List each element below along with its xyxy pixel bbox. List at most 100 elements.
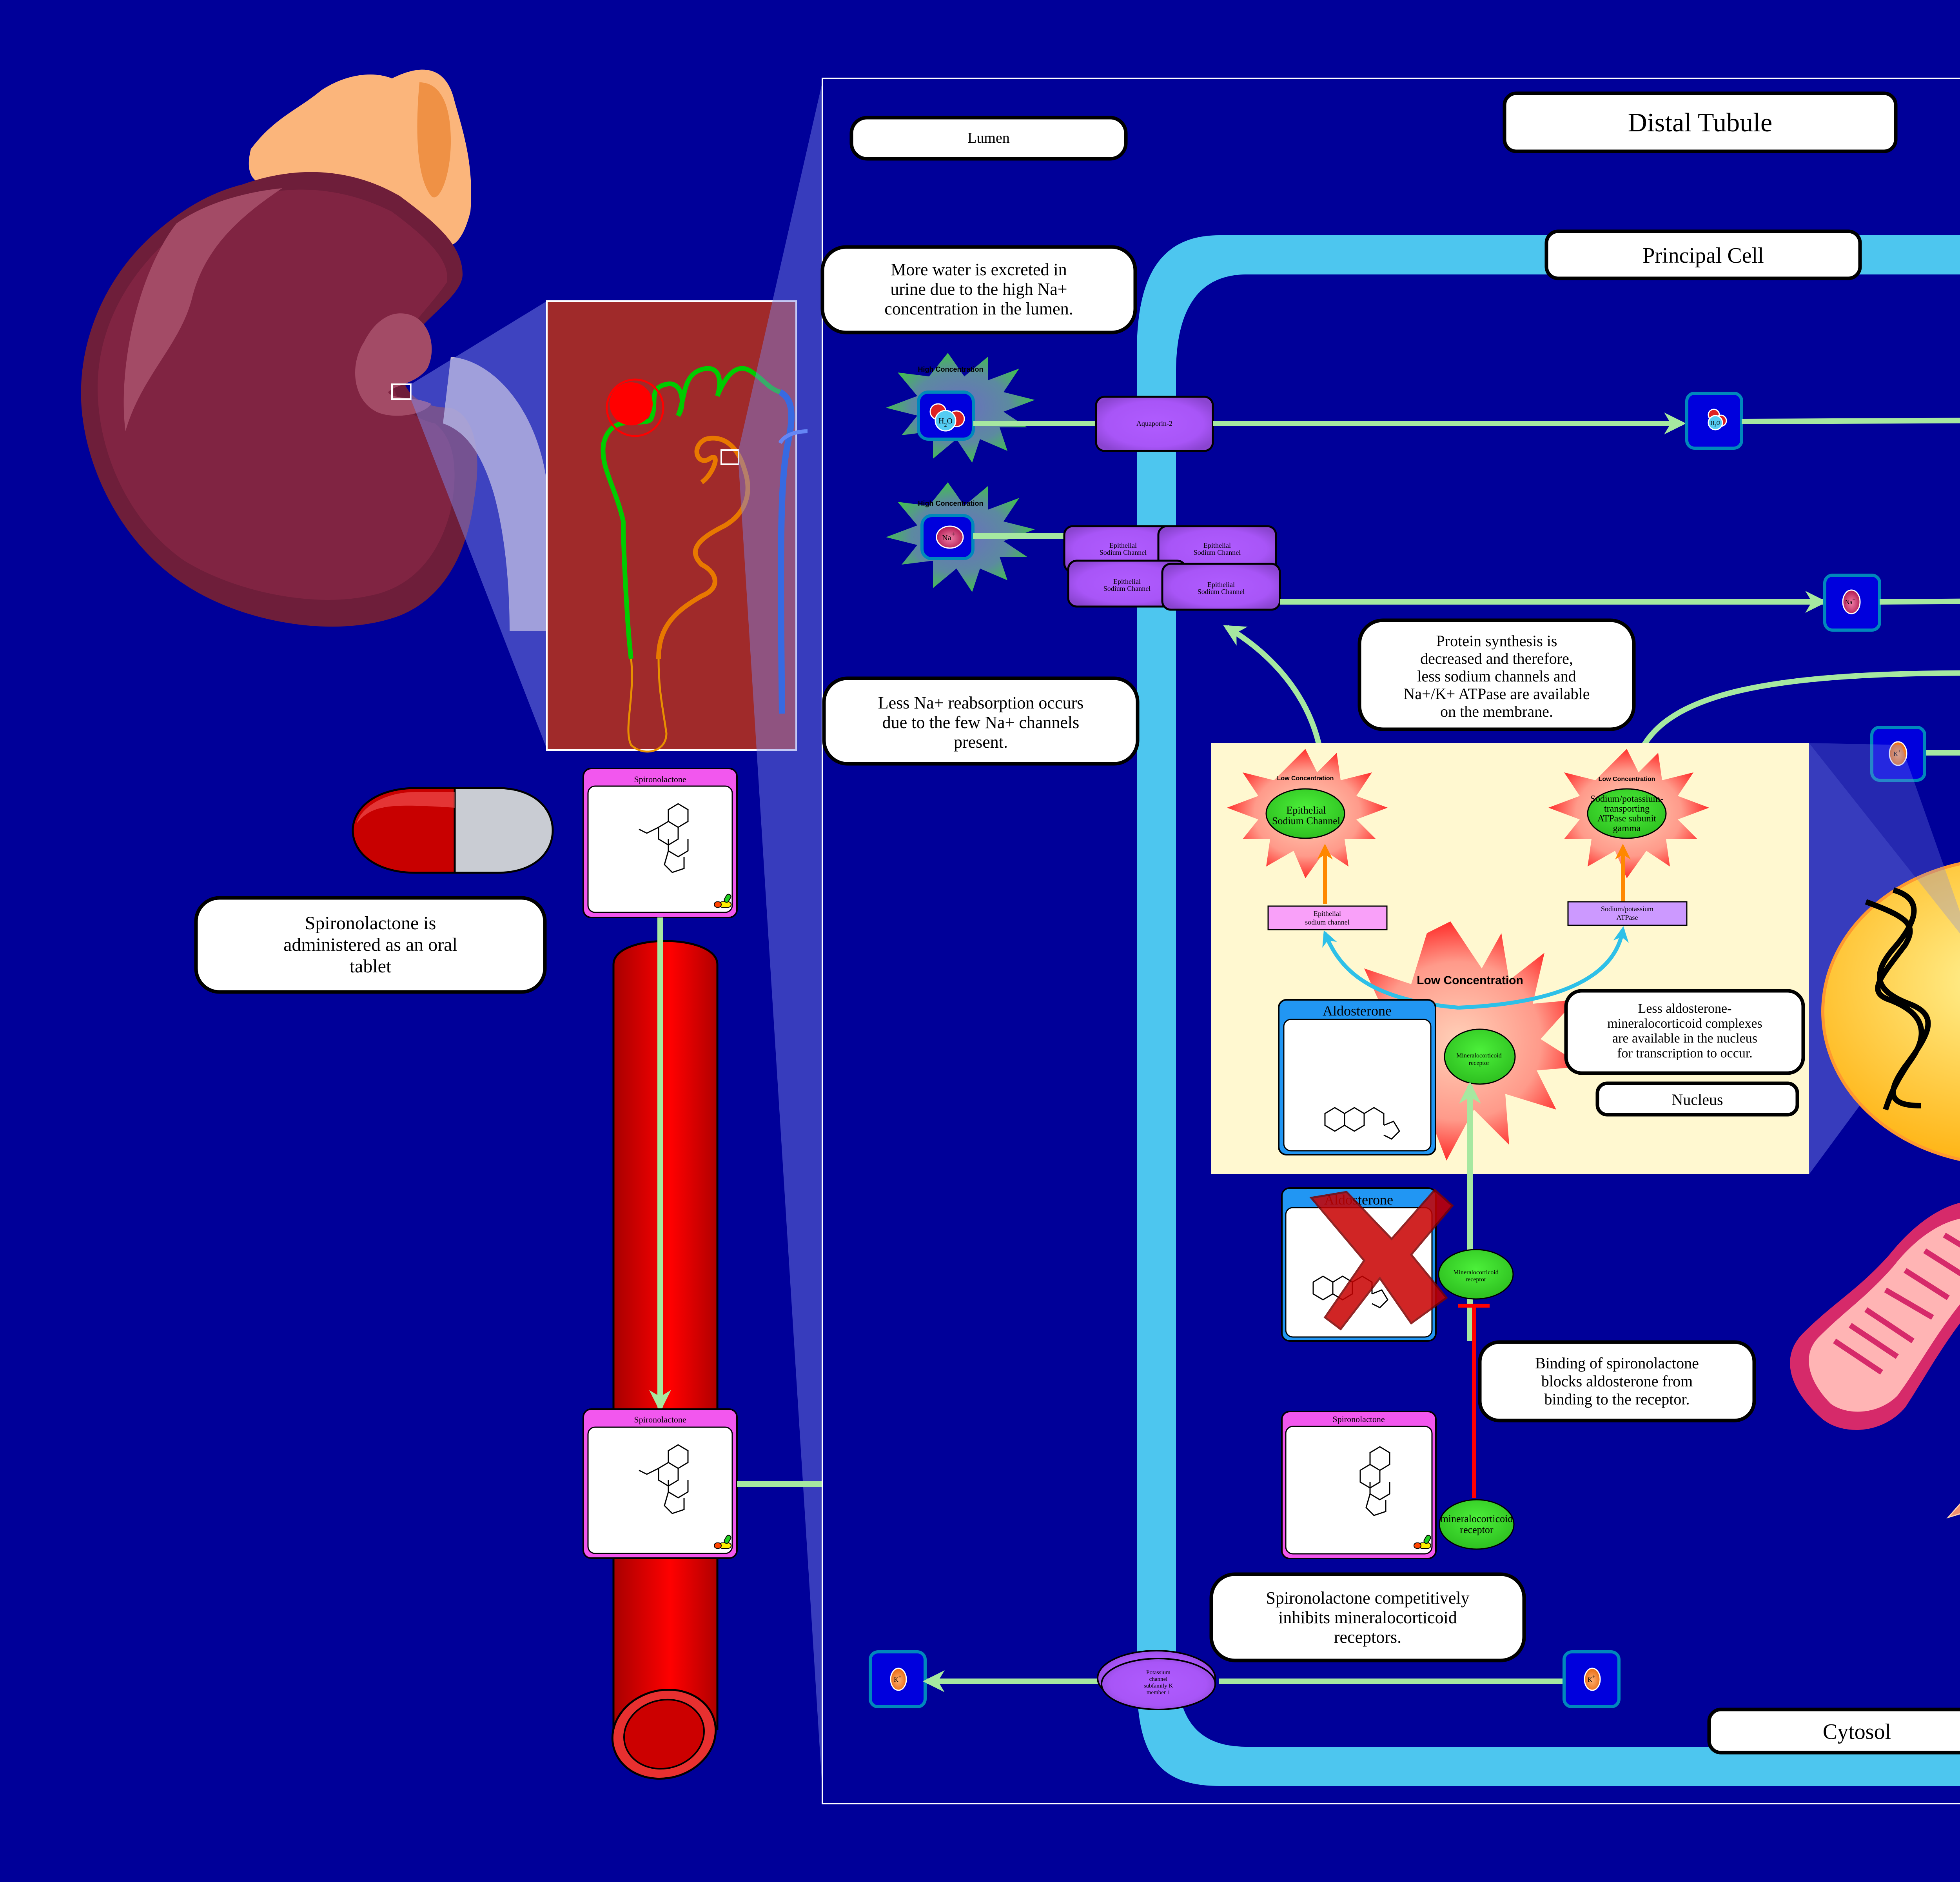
blocked-x-icon <box>1309 1188 1454 1331</box>
adrenal-medulla <box>417 82 451 198</box>
note-line: mineralocorticoid complexes <box>1607 1016 1762 1031</box>
note-line: due to the few Na+ channels <box>882 713 1080 732</box>
protein-label: Sodium Channel <box>1100 549 1147 556</box>
note-line: Binding of spironolactone <box>1535 1354 1699 1372</box>
note-line: on the membrane. <box>1440 703 1553 720</box>
label-cytosol: Cytosol <box>1707 1708 1960 1755</box>
concentration-label: Low Concentration <box>1599 776 1655 783</box>
note-line: for transcription to occur. <box>1617 1046 1753 1061</box>
nucleus-beam-overlay <box>1809 743 1960 934</box>
spironolactone-card-blood[interactable]: Spironolactone <box>583 1408 738 1559</box>
protein-label: receptor <box>1460 1524 1494 1535</box>
protein-kcnk1[interactable]: Potassium channel subfamily K member 1 <box>1097 1650 1216 1710</box>
note-oral-tablet: Spironolactone is administered as an ora… <box>194 896 547 994</box>
protein-enac-3[interactable]: Epithelial Sodium Channel <box>1067 560 1187 608</box>
gene-enac[interactable]: Epithelial sodium channel <box>1267 905 1388 930</box>
potassium-ion-cytosol[interactable]: K+ <box>1870 726 1926 782</box>
note-line: concentration in the lumen. <box>884 299 1073 318</box>
gene-atpase[interactable]: Sodium/potassium ATPase <box>1567 901 1688 926</box>
note-line: present. <box>954 732 1008 752</box>
potassium-ion-cytosol-bottom[interactable]: K+ <box>1563 1650 1621 1708</box>
note-line: blocks aldosterone from <box>1541 1372 1693 1390</box>
title-text: Distal Tubule <box>1628 107 1772 137</box>
principal-cell-text: Principal Cell <box>1642 243 1764 268</box>
protein-label: mineralocorticoid <box>1441 1513 1513 1524</box>
steroid-structure-icon <box>1359 1446 1390 1516</box>
card-title: Spironolactone <box>634 774 686 784</box>
label-nucleus: Nucleus <box>1595 1081 1799 1117</box>
mr-receptor-nucleus[interactable]: Mineralocorticoid receptor <box>1444 1028 1516 1085</box>
drug-pill-icon <box>714 1535 731 1549</box>
cytosol-text: Cytosol <box>1823 1720 1891 1744</box>
protein-label: channel <box>1149 1676 1168 1682</box>
protein-label: receptor <box>1466 1276 1486 1283</box>
protein-label: Sodium Channel <box>1272 815 1340 827</box>
gene-label: Epithelial <box>1314 910 1341 917</box>
note-complexes: Less aldosterone- mineralocorticoid comp… <box>1564 989 1805 1075</box>
spironolactone-card-cell[interactable]: Spironolactone <box>1281 1411 1437 1559</box>
note-line: less sodium channels and <box>1417 667 1576 685</box>
note-line: administered as an oral <box>283 934 457 955</box>
nephron-inset <box>546 78 823 1804</box>
card-title: Spironolactone <box>634 1415 686 1424</box>
protein-label: Mineralocorticoid <box>1453 1269 1499 1276</box>
protein-label: Aquaporin-2 <box>1136 420 1172 427</box>
protein-label: receptor <box>1469 1060 1490 1066</box>
note-protein-synthesis: Protein synthesis is decreased and there… <box>1357 618 1636 731</box>
protein-label: ATPase subunit <box>1597 814 1656 824</box>
note-water-excretion: More water is excreted in urine due to t… <box>820 245 1137 334</box>
mr-receptor-bound[interactable]: mineralocorticoid receptor <box>1439 1499 1515 1550</box>
protein-label: Epithelial <box>1207 581 1235 589</box>
sodium-ion-lumen[interactable]: Na+ <box>920 514 975 560</box>
water-ion-cytosol[interactable]: H2O <box>1685 392 1743 450</box>
note-binding: Binding of spironolactone blocks aldoste… <box>1478 1340 1756 1422</box>
note-line: Na+/K+ ATPase are available <box>1404 685 1590 703</box>
lumen-text: Lumen <box>967 130 1010 146</box>
label-lumen: Lumen <box>849 116 1128 161</box>
note-line: Spironolactone is <box>305 913 436 934</box>
aldosterone-card-nucleus[interactable]: Aldosterone <box>1278 999 1436 1155</box>
card-title: Aldosterone <box>1323 1003 1392 1019</box>
note-competitive: Spironolactone competitively inhibits mi… <box>1209 1572 1526 1662</box>
protein-product-atpase[interactable]: Sodium/potassium- transporting ATPase su… <box>1587 788 1667 839</box>
note-line: Less aldosterone- <box>1638 1001 1732 1016</box>
sodium-ion-cytosol[interactable]: Na+ <box>1823 574 1881 632</box>
protein-enac-4[interactable]: Epithelial Sodium Channel <box>1161 563 1281 611</box>
potassium-label: K+ <box>1893 748 1901 758</box>
note-line: tablet <box>350 956 392 977</box>
arrow-water-to-aqp3 <box>1741 418 1960 424</box>
protein-enac-2[interactable]: Epithelial Sodium Channel <box>1157 525 1277 573</box>
protein-label: Sodium Channel <box>1198 588 1245 596</box>
water-label: H2O <box>1710 420 1720 428</box>
protein-label: Sodium/potassium- <box>1590 794 1664 804</box>
protein-label: Epithelial <box>1286 805 1326 816</box>
protein-label: Mineralocorticoid <box>1456 1052 1502 1059</box>
title-distal-tubule: Distal Tubule <box>1503 91 1898 153</box>
spironolactone-card-oral[interactable]: Spironolactone <box>583 768 738 918</box>
potassium-label: K+ <box>1588 1674 1595 1683</box>
gene-label: Sodium/potassium <box>1601 905 1653 913</box>
concentration-label: High Concentration <box>918 365 984 373</box>
concentration-label: High Concentration <box>918 500 984 507</box>
concentration-label: Low Concentration <box>1277 775 1334 782</box>
kidney-highlight <box>123 188 282 431</box>
note-na-reabsorption: Less Na+ reabsorption occurs due to the … <box>822 676 1140 766</box>
protein-label: gamma <box>1613 823 1641 834</box>
concentration-label: Low Concentration <box>1417 974 1523 987</box>
protein-aquaporin-2[interactable]: Aquaporin-2 <box>1095 396 1214 452</box>
water-ion-lumen[interactable]: H2O <box>917 391 975 441</box>
protein-label: member 1 <box>1147 1689 1170 1696</box>
label-principal-cell: Principal Cell <box>1544 229 1862 280</box>
card-title: Spironolactone <box>1332 1414 1385 1424</box>
steroid-structure-icon <box>639 1444 689 1514</box>
arrow-atpase-trafficking <box>1630 670 1960 777</box>
protein-label: Epithelial <box>1203 541 1231 549</box>
potassium-ion-lumen[interactable]: K+ <box>869 1650 927 1708</box>
note-line: urine due to the high Na+ <box>890 280 1067 299</box>
note-line: are available in the nucleus <box>1612 1031 1757 1046</box>
kidney-zoom-beam <box>411 301 547 749</box>
steroid-structure-icon <box>639 803 689 873</box>
protein-product-enac[interactable]: Epithelial Sodium Channel <box>1265 788 1345 839</box>
mr-receptor-blocked[interactable]: Mineralocorticoid receptor <box>1438 1249 1514 1300</box>
